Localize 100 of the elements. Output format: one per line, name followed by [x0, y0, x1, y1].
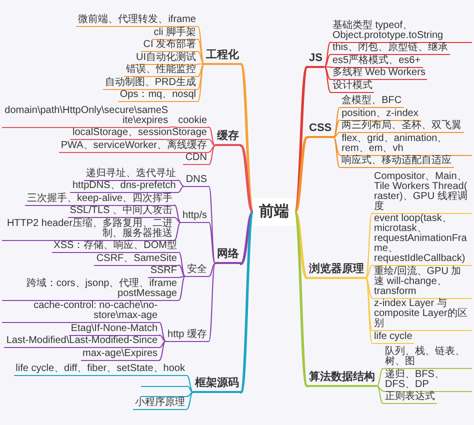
topic-label: flex、grid、animation、rem、em、vh [340, 134, 472, 156]
branch-line [324, 66, 332, 93]
branch-line [365, 264, 373, 279]
topic-label: 递归、BFS、DFS、DP [383, 370, 472, 392]
topic-label: cli 脚手架 [152, 28, 198, 40]
topic-label: Etag\If-None-Match [68, 324, 160, 336]
branch-line [376, 368, 384, 387]
branch-line [333, 136, 340, 156]
branch-line [197, 63, 205, 78]
branch-line [208, 138, 216, 146]
branch-line [376, 385, 384, 392]
branch-line [158, 340, 166, 348]
branch-line [208, 145, 216, 153]
topic-label: HTTP2 header压缩、多路复用、二进制、服务器推送 [2, 218, 175, 240]
branch-line [365, 277, 373, 299]
topic-label: this、闭包、原型链、继承 [330, 43, 450, 55]
branch-line [365, 212, 373, 279]
branch-line [174, 204, 182, 224]
topic-label: event loop(task、microtask、requestAnimationFrame、requestIdleCallback) [372, 214, 472, 266]
branch-line [240, 210, 254, 266]
branch-line [158, 322, 166, 342]
branch-line [333, 106, 340, 138]
topic-label: SSL/TLS 、中间人攻击 [68, 206, 175, 218]
topic-label: 多线程 Web Workers [330, 68, 428, 80]
branch-topic: 算法数据结构 [307, 370, 377, 386]
branch-line [177, 179, 184, 187]
branch-line [197, 26, 205, 65]
branch-line [240, 210, 254, 394]
branch-line [294, 210, 308, 280]
branch-line [186, 374, 194, 393]
topic-label: http 缓存 [166, 330, 209, 342]
topic-label: life cycle、diff、fiber、setState、hook [14, 364, 187, 376]
topic-label: 盒模型、BFC [340, 96, 404, 108]
branch-line [240, 144, 254, 214]
branch-line [178, 252, 186, 277]
topic-label: cache-control: no-cache\no-store\max-age [2, 301, 160, 323]
topic-label: 队列、栈、链表、树、图 [383, 347, 472, 369]
branch-topic: CSS [307, 122, 334, 138]
branch-line [294, 210, 308, 388]
topic-label: localStorage、sessionStorage [70, 128, 209, 140]
branch-line [324, 66, 332, 68]
topic-label: DNS [184, 174, 209, 187]
branch-line [208, 222, 216, 264]
branch-topic: 网络 [215, 248, 241, 264]
topic-label: es5严格模式、es6+ [330, 56, 423, 68]
topic-label: cookie [176, 116, 209, 128]
branch-line [197, 63, 205, 102]
topic-label: CI 发布部署 [141, 40, 198, 52]
topic-label: 设计模式 [330, 80, 374, 92]
branch-line [197, 38, 205, 65]
topic-label: 错误、性能监控 [124, 65, 198, 77]
branch-line [365, 277, 373, 332]
topic-label: life cycle [372, 332, 414, 344]
topic-label: 自动制图、PRD生成 [102, 78, 198, 90]
branch-line [186, 392, 194, 398]
branch-topic: JS [307, 52, 324, 68]
branch-line [208, 186, 216, 264]
topic-label: XSS：存储、响应、DOM型 [52, 241, 179, 253]
branch-line [294, 136, 308, 214]
topic-label: http/s [180, 211, 209, 223]
topic-label: 响应式、移动适配自适应 [340, 156, 454, 168]
topic-label: SSRF [148, 266, 179, 278]
branch-line [324, 66, 332, 80]
topic-label: Ops：mq、nosql [118, 90, 198, 102]
branch-line [186, 392, 194, 410]
branch-line [324, 41, 332, 68]
branch-line [376, 385, 384, 404]
topic-label: 微前端、代理转发、iframe [76, 15, 198, 27]
branch-line [208, 263, 216, 277]
topic-label: CDN [183, 153, 209, 165]
branch-line [208, 263, 216, 342]
topic-label: UI自动化测试 [134, 52, 198, 64]
central-topic: 前端 [253, 198, 295, 226]
branch-line [174, 222, 182, 241]
branch-line [197, 63, 205, 90]
branch-line [324, 54, 332, 68]
branch-line [208, 145, 216, 166]
branch-line [178, 276, 186, 301]
branch-topic: 缓存 [215, 130, 241, 146]
branch-line [333, 136, 340, 168]
branch-line [208, 126, 216, 146]
branch-line [178, 276, 186, 278]
branch-topic: 框架源码 [193, 376, 241, 393]
branch-line [333, 132, 340, 138]
topic-label: CSRF、SameSite [94, 254, 179, 266]
branch-line [197, 50, 205, 65]
topic-label: 小程序原理 [133, 398, 187, 410]
topic-label: position、z-index [340, 108, 420, 120]
branch-line [174, 216, 182, 224]
branch-line [177, 186, 184, 194]
topic-label: max-age\Expires [80, 348, 160, 360]
branch-topic: 浏览器原理 [307, 262, 366, 278]
branch-line [170, 126, 177, 128]
branch-line [197, 63, 205, 65]
topic-label: httpDNS、dns-prefetch [70, 181, 178, 193]
topic-label: 两三列布局、圣杯、双飞翼 [340, 121, 464, 133]
topic-label: 安全 [185, 264, 209, 277]
topic-label: Last-Modified\Last-Modified-Since [4, 336, 160, 348]
branch-line [333, 119, 340, 138]
branch-line [186, 385, 194, 393]
